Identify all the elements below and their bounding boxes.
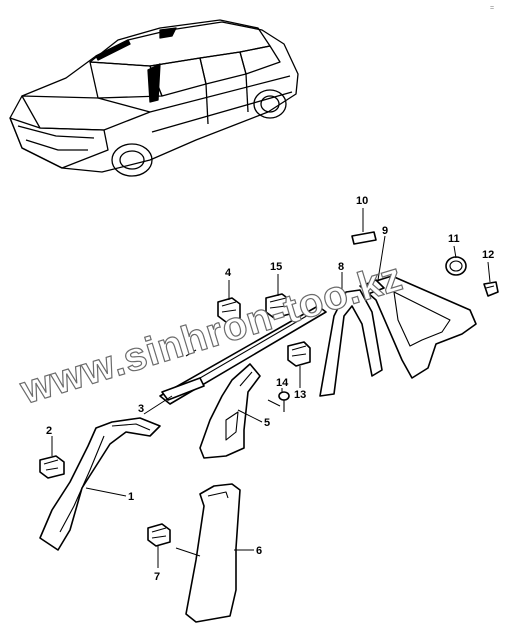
callout-9: 9 (382, 225, 388, 237)
car-illustration (9, 19, 299, 177)
part-12-clip (483, 281, 499, 297)
part-14-screw (267, 391, 290, 412)
part-8-pillar-arch-trim (319, 289, 383, 397)
corner-mark: = (490, 5, 494, 12)
callout-13: 13 (294, 389, 306, 401)
callout-labels: 1 2 3 4 5 6 7 8 9 10 11 12 13 14 15 (46, 195, 494, 583)
callout-6: 6 (256, 545, 262, 557)
part-7-clip (147, 523, 171, 547)
part-3-garnish-strip (159, 305, 327, 405)
callout-3: 3 (138, 403, 144, 415)
part-13-clip (287, 341, 311, 367)
callout-8: 8 (338, 261, 344, 273)
callout-11: 11 (448, 233, 460, 245)
part-10-pad (351, 231, 377, 245)
part-6-b-pillar-lower-trim (185, 483, 241, 623)
part-1-a-pillar-lower-trim (39, 417, 161, 551)
callout-7: 7 (154, 571, 160, 583)
leader-lines (51, 208, 491, 568)
callout-1: 1 (128, 491, 134, 503)
callout-4: 4 (225, 267, 232, 279)
part-4-clip (217, 297, 241, 323)
callout-14: 14 (276, 377, 289, 389)
part-15-clip (265, 293, 291, 319)
part-2-clip (39, 455, 65, 479)
callout-15: 15 (270, 261, 282, 273)
callout-2: 2 (46, 425, 52, 437)
callout-10: 10 (356, 195, 368, 207)
part-11-cap (445, 256, 467, 276)
callout-12: 12 (482, 249, 494, 261)
part-5-b-pillar-upper-trim (199, 363, 261, 459)
part-9-quarter-trim (359, 275, 477, 379)
watermark-text: www.sinhron-too.kz (15, 255, 408, 413)
callout-5: 5 (264, 417, 270, 429)
